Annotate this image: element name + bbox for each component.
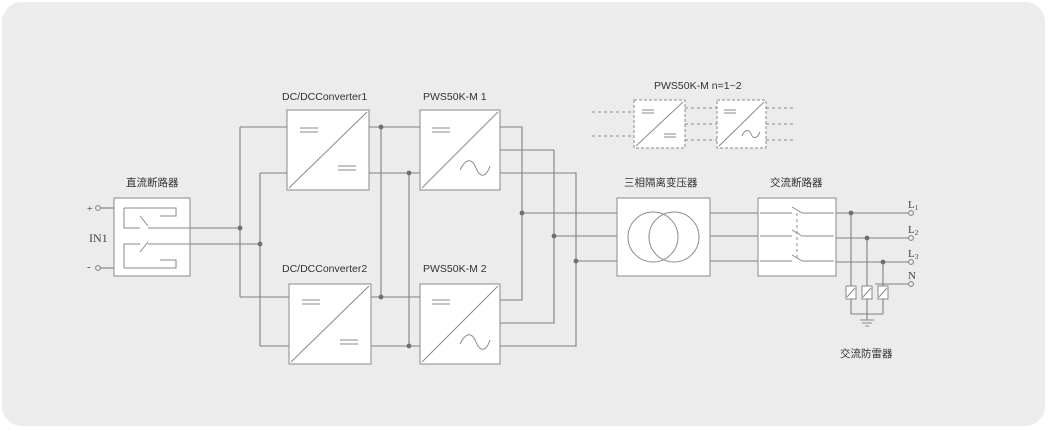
dcac-symbol-icon xyxy=(421,111,499,189)
l1-terminal-icon xyxy=(908,210,914,216)
n-label: N xyxy=(908,270,916,282)
wires xyxy=(100,126,908,347)
transformer-label: 三相隔离变压器 xyxy=(624,176,698,189)
n-terminal-icon xyxy=(908,281,914,287)
pws-legend-label: PWS50K-M n=1~2 xyxy=(654,80,742,92)
converter-2-label: DC/DCConverter2 xyxy=(282,263,367,275)
plus-terminal-icon xyxy=(95,205,101,211)
ac-breaker-label: 交流断路器 xyxy=(770,176,823,189)
dcdc-converter-1: DC/DCConverter1 xyxy=(282,91,370,191)
ground-icon xyxy=(860,319,874,327)
dc-breaker: 直流断路器 xyxy=(113,176,191,277)
legend-dcdc-icon xyxy=(635,101,684,147)
dcdc-converter-2: DC/DCConverter2 xyxy=(282,263,372,365)
ac-breaker-switch-icon xyxy=(760,206,834,262)
l2-terminal-icon xyxy=(908,235,914,241)
surge-arrester: 交流防雷器 xyxy=(840,285,893,360)
junction-dots xyxy=(237,124,886,349)
l1-label: L1 xyxy=(908,199,919,212)
minus-terminal-icon xyxy=(95,265,101,271)
plus-sign: + xyxy=(87,204,93,215)
legend-dcac-icon xyxy=(718,101,765,147)
dcac-symbol-icon xyxy=(421,285,499,363)
converter-1-label: DC/DCConverter1 xyxy=(282,91,367,103)
l3-terminal-icon xyxy=(908,259,914,265)
pws-2-label: PWS50K-M 2 xyxy=(423,263,487,275)
l2-label: L2 xyxy=(908,224,919,237)
surge-arrester-label: 交流防雷器 xyxy=(840,347,893,360)
dc-input: + - IN1 xyxy=(87,204,108,273)
l3-label: L3 xyxy=(908,248,919,261)
transformer-winding-icon xyxy=(627,211,679,263)
isolation-transformer: 三相隔离变压器 xyxy=(616,176,711,277)
surge-arrester-element-icon xyxy=(845,285,889,300)
minus-sign: - xyxy=(87,261,91,273)
ac-output-terminals: L1 L2 L3 N xyxy=(908,199,919,287)
input-label: IN1 xyxy=(89,231,108,245)
dc-breaker-switch-icon xyxy=(123,207,190,269)
dcdc-symbol-icon xyxy=(288,111,368,189)
ac-breaker: 交流断路器 xyxy=(757,176,837,277)
transformer-winding-icon xyxy=(648,211,700,263)
pws-legend: PWS50K-M n=1~2 xyxy=(592,80,796,149)
pws-1-label: PWS50K-M 1 xyxy=(423,91,487,103)
pws-inverter-1: PWS50K-M 1 xyxy=(419,91,501,191)
dcdc-symbol-icon xyxy=(290,285,370,363)
pws-inverter-2: PWS50K-M 2 xyxy=(419,263,501,365)
dc-breaker-label: 直流断路器 xyxy=(126,176,179,189)
